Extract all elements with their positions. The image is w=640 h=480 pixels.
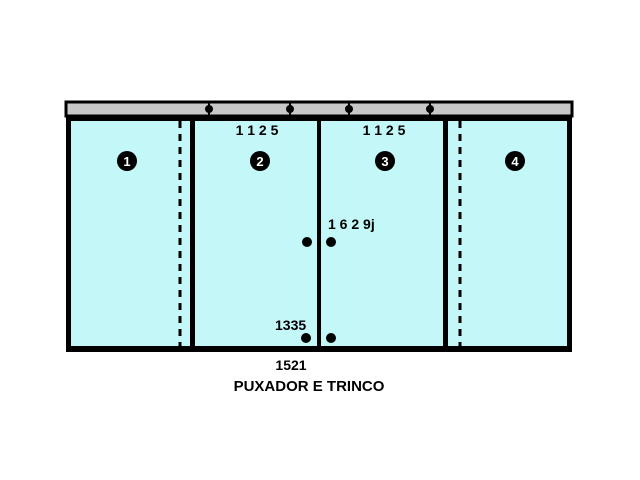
lock-code: 1335 [275,317,306,333]
panel-4-number: 4 [511,154,519,169]
panel-1-number: 1 [123,154,130,169]
panel-3-number: 3 [381,154,388,169]
panel-4-badge [505,151,525,171]
lock-dot-right [326,333,336,343]
panel-2-top-code: 1 1 2 5 [236,122,279,138]
panel-1-badge [117,151,137,171]
panel-2-badge [250,151,270,171]
lock-dot-left [301,333,311,343]
panel-3-top-code: 1 1 2 5 [363,122,406,138]
handle-dot-right [326,237,336,247]
top-rail [64,100,574,118]
caption: PUXADOR E TRINCO [234,378,385,395]
bottom-code: 1521 [275,357,306,373]
handle-code: 1 6 2 9j [328,216,375,232]
handle-dot-left [302,237,312,247]
panel-2-number: 2 [256,154,263,169]
panel-3-badge [375,151,395,171]
